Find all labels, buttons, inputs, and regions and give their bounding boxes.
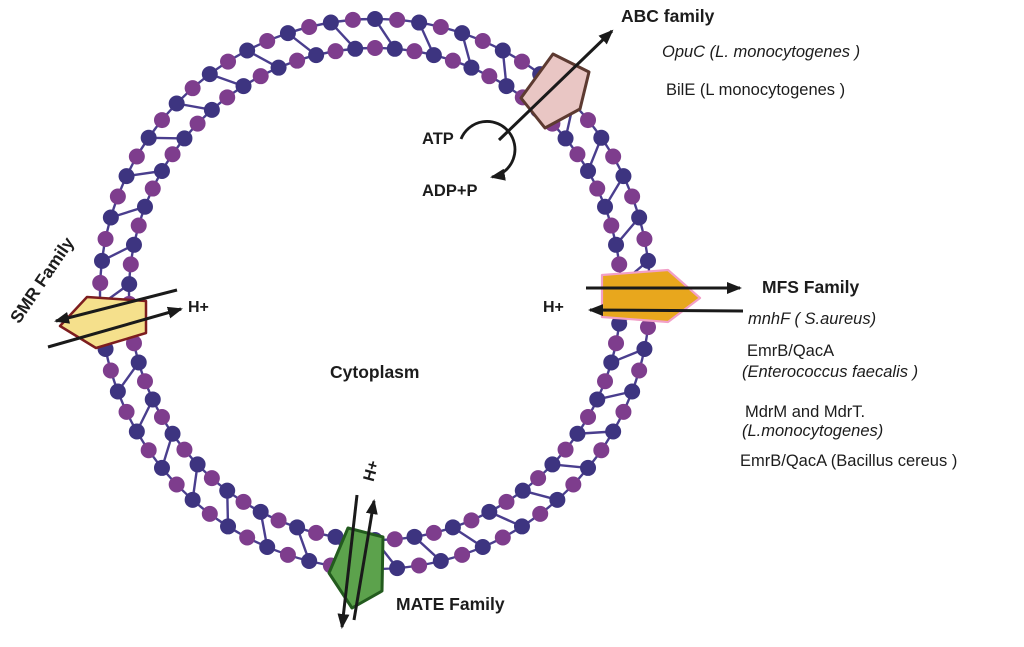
abc-member-bile: BilE (L monocytogenes ) — [666, 81, 846, 99]
atp-label: ATP — [422, 130, 454, 148]
adp-label: ADP+P — [422, 182, 478, 200]
mfs-member-bacillus: EmrB/QacA (Bacillus cereus ) — [740, 452, 958, 470]
abc-family-label: ABC family — [621, 6, 715, 26]
smr-proton-label: H+ — [188, 299, 209, 316]
mate-family-label: MATE Family — [396, 594, 505, 614]
atp-hydrolysis-arc — [459, 120, 517, 181]
mfs-transporter-shape — [600, 268, 702, 324]
mfs-family-label: MFS Family — [762, 277, 860, 297]
mfs-proton-label: H+ — [543, 299, 564, 316]
mfs-member-emrb-qaca: EmrB/QacA — [747, 342, 835, 360]
mate-efflux-arrow — [337, 494, 359, 629]
smr-efflux-arrow — [54, 288, 178, 324]
mfs-member-mdrm-mdrt: MdrM and MdrT. — [745, 403, 866, 421]
mfs-member-enterococcus: (Enterococcus faecalis ) — [742, 363, 919, 381]
mate-proton-arrow — [352, 499, 378, 621]
mfs-member-mnhf: mnhF ( S.aureus) — [748, 310, 877, 328]
mfs-member-lmonocytogenes: (L.monocytogenes) — [742, 422, 884, 440]
cytoplasm-label: Cytoplasm — [330, 362, 420, 382]
abc-efflux-arrow — [497, 29, 614, 142]
smr-proton-arrow — [47, 306, 183, 349]
mate-transporter-shape — [327, 526, 385, 610]
abc-member-opuc: OpuC (L. monocytogenes ) — [662, 43, 861, 61]
mfs-proton-arrow — [588, 304, 744, 317]
abc-transporter-shape — [519, 52, 591, 130]
